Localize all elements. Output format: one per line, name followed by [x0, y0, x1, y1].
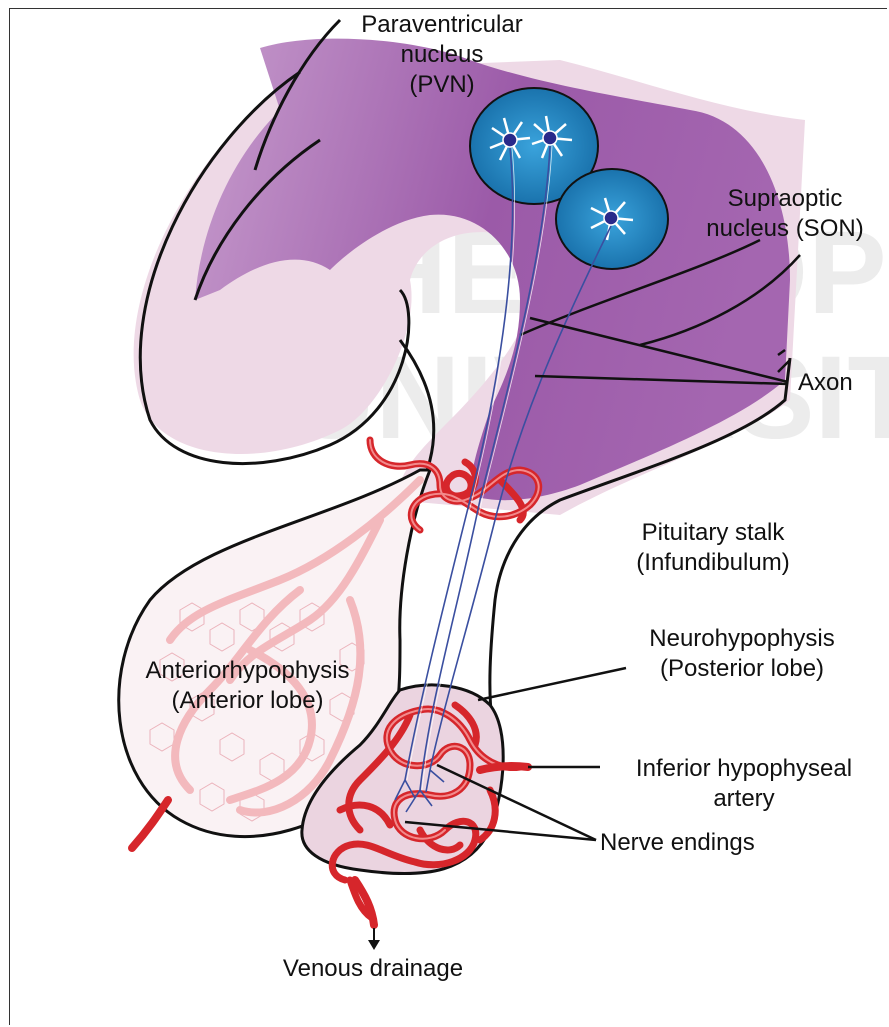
venous-drainage-label: Venous drainage [238, 954, 508, 984]
anterior-label-line-2: (Anterior lobe) [110, 686, 385, 716]
venous-arrowhead [368, 940, 380, 950]
son-label-line-1: Supraoptic [690, 184, 880, 214]
son-label: Supraoptic nucleus (SON) [690, 184, 880, 244]
neuro-leader [478, 668, 626, 700]
anterior-vessel-stub [132, 800, 168, 848]
pvn-neuron-body-2 [543, 131, 557, 145]
stalk-label-line-1: Pituitary stalk [598, 518, 828, 548]
anterior-hypophysis-label: Anteriorhypophysis (Anterior lobe) [110, 656, 385, 716]
son-neuron-body [604, 211, 618, 225]
pvn-label-line-3: (PVN) [322, 70, 562, 100]
artery-label: Inferior hypophyseal artery [600, 754, 888, 814]
neurohypophysis-label: Neurohypophysis (Posterior lobe) [622, 624, 862, 684]
anterior-label-line-1: Anteriorhypophysis [110, 656, 385, 686]
neurohypophysis-label-line-2: (Posterior lobe) [622, 654, 862, 684]
pvn-label-line-2: nucleus [322, 40, 562, 70]
nerve-endings-label: Nerve endings [600, 828, 820, 858]
stalk-label-line-2: (Infundibulum) [598, 548, 828, 578]
pvn-label: Paraventricular nucleus (PVN) [322, 10, 562, 100]
artery-label-line-2: artery [600, 784, 888, 814]
artery-label-line-1: Inferior hypophyseal [600, 754, 888, 784]
axon-label: Axon [798, 368, 878, 398]
son-label-line-2: nucleus (SON) [690, 214, 880, 244]
neurohypophysis-label-line-1: Neurohypophysis [622, 624, 862, 654]
stalk-label: Pituitary stalk (Infundibulum) [598, 518, 828, 578]
inferior-hypophyseal-artery [480, 766, 528, 770]
pvn-neuron-body-1 [503, 133, 517, 147]
pvn-label-line-1: Paraventricular [322, 10, 562, 40]
